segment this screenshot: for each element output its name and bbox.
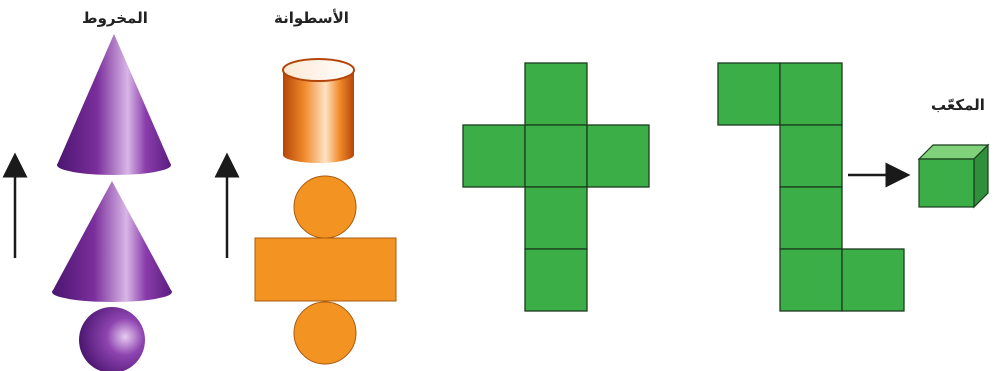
cylinder-net	[254, 175, 397, 365]
cylinder-label: الأسطوانة	[274, 9, 349, 27]
cone-icon	[57, 34, 171, 175]
cone-label: المخروط	[82, 9, 148, 27]
cube-net-cross	[462, 62, 650, 312]
cone-net	[52, 181, 172, 371]
cube-label: المكعّب	[931, 96, 985, 114]
cylinder-icon	[282, 58, 355, 163]
cube-icon	[917, 143, 990, 209]
cube-net-alt	[717, 62, 905, 312]
